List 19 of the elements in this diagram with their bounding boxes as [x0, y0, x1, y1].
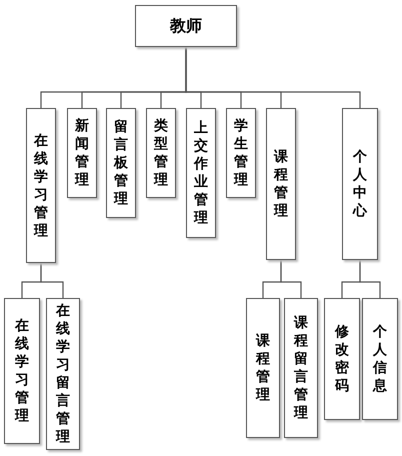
module-node: 类型管理	[146, 108, 176, 198]
module-node: 课程留言管理	[284, 298, 318, 438]
module-node: 修改密码	[324, 298, 360, 420]
module-node: 个人信息	[362, 298, 398, 420]
connector-line	[40, 263, 64, 298]
module-node: 新闻管理	[67, 108, 97, 198]
module-node: 上交作业管理	[186, 108, 216, 238]
connector-line	[280, 260, 302, 298]
connector-line	[359, 260, 381, 298]
root-node: 教师	[135, 5, 237, 47]
module-node: 学生管理	[226, 108, 256, 198]
module-node: 课程管理	[266, 108, 296, 260]
module-node: 个人中心	[342, 108, 378, 260]
module-node: 留言板管理	[106, 108, 136, 218]
module-node: 在线学习管理	[4, 298, 40, 444]
connector-line	[185, 47, 361, 108]
module-node: 在线学习留言管理	[46, 298, 80, 450]
module-node: 在线学习管理	[26, 108, 56, 263]
module-node: 课程管理	[246, 298, 280, 438]
